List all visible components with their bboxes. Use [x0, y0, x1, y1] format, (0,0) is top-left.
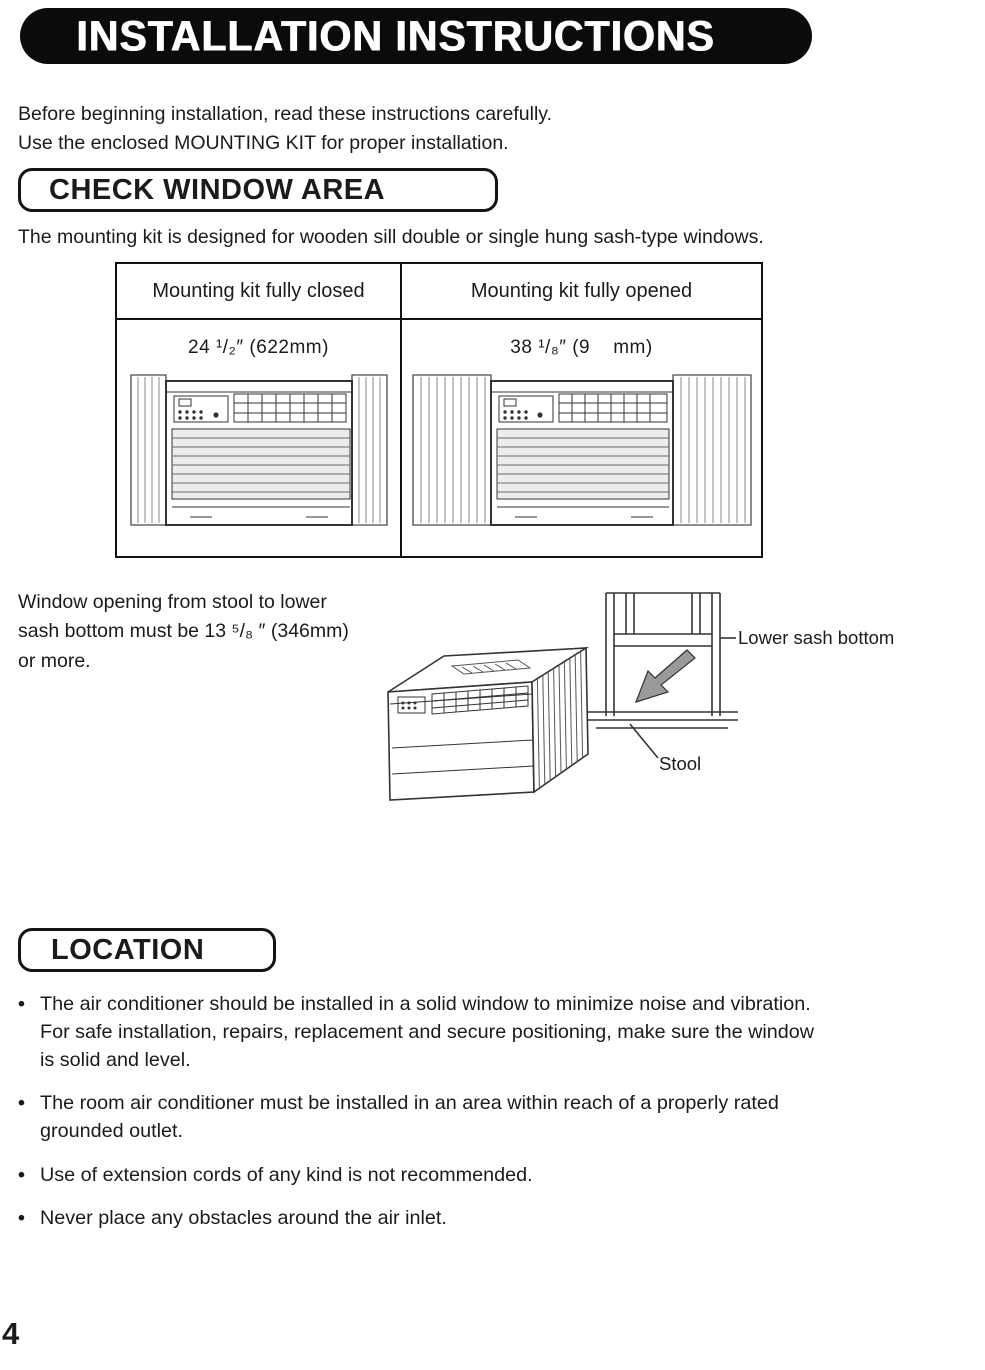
- ac-unit-opened-drawing: [412, 369, 752, 531]
- page-number: 4: [2, 1316, 20, 1351]
- label-lower-sash-bottom: Lower sash bottom: [738, 627, 895, 648]
- kit-measurement-opened: 38 ¹/₈″ (9 mm): [510, 337, 653, 358]
- bullet-item: • The room air conditioner must be insta…: [18, 1089, 968, 1145]
- location-heading-box: LOCATION: [18, 928, 276, 972]
- bullet-marker: •: [18, 1163, 25, 1186]
- title-banner: INSTALLATION INSTRUCTIONS: [20, 8, 812, 64]
- window-opening-note: Window opening from stool to lower sash …: [18, 591, 349, 672]
- intro-line-1: Before beginning installation, read thes…: [18, 103, 553, 125]
- check-window-description: The mounting kit is designed for wooden …: [18, 226, 764, 248]
- bullet-text: The room air conditioner must be install…: [40, 1092, 779, 1143]
- bullet-text: The air conditioner should be installed …: [40, 993, 815, 1072]
- bullet-item: • Never place any obstacles around the a…: [18, 1204, 968, 1232]
- bullet-item: • Use of extension cords of any kind is …: [18, 1161, 968, 1189]
- bullet-marker: •: [18, 1206, 25, 1229]
- kit-measurement-closed: 24 ¹/₂″ (622mm): [188, 337, 329, 358]
- perspective-drawing: [360, 588, 985, 818]
- intro-text: Before beginning installation, read thes…: [18, 100, 552, 159]
- bullet-item: • The air conditioner should be installe…: [18, 990, 968, 1074]
- check-window-heading: CHECK WINDOW AREA: [49, 173, 386, 206]
- kit-column-closed: Mounting kit fully closed 24 ¹/₂″ (622mm…: [117, 264, 402, 556]
- intro-line-2: Use the enclosed MOUNTING KIT for proper…: [18, 132, 509, 155]
- page-title: INSTALLATION INSTRUCTIONS: [76, 11, 715, 60]
- label-stool: Stool: [659, 753, 702, 774]
- location-bullets: • The air conditioner should be installe…: [18, 990, 968, 1247]
- bullet-marker: •: [18, 1092, 25, 1115]
- check-window-heading-box: CHECK WINDOW AREA: [18, 168, 498, 212]
- ac-unit-closed-drawing: [130, 369, 388, 531]
- mounting-kit-table: Mounting kit fully closed 24 ¹/₂″ (622mm…: [115, 262, 763, 558]
- kit-header-closed: Mounting kit fully closed: [117, 264, 400, 320]
- kit-column-opened: Mounting kit fully opened 38 ¹/₈″ (9 mm): [402, 264, 761, 556]
- installation-figure: Lower sash bottom Stool: [360, 588, 985, 818]
- location-heading: LOCATION: [51, 933, 205, 966]
- kit-header-opened: Mounting kit fully opened: [402, 264, 761, 320]
- bullet-text: Use of extension cords of any kind is no…: [40, 1163, 533, 1186]
- bullet-text: Never place any obstacles around the air…: [40, 1206, 447, 1229]
- bullet-marker: •: [18, 993, 25, 1015]
